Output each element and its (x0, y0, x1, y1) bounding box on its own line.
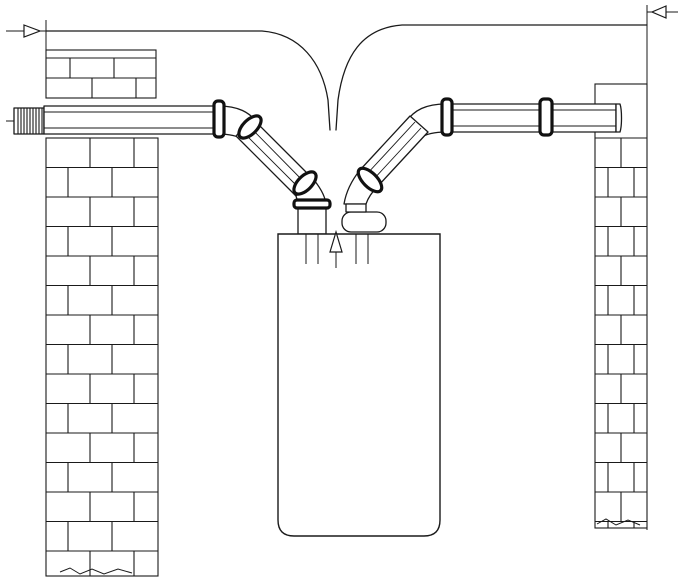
right-pipe-end (615, 103, 623, 133)
right-pipe-ring-3 (356, 166, 384, 194)
left-wall-bricks (46, 58, 158, 576)
right-boiler-neck (345, 203, 367, 213)
left-boiler-stub (297, 205, 327, 235)
left-flow-curve (45, 30, 331, 131)
boiler (277, 229, 441, 537)
top-guides (6, 5, 678, 530)
left-pipe-ring-3 (292, 170, 318, 196)
left-pipe-ring-2 (237, 114, 263, 140)
right-flow-curve (335, 24, 648, 131)
arrow-up-icon (329, 229, 343, 253)
left-diag-inner-b (240, 129, 303, 192)
left-wall-lower-outline (45, 137, 159, 577)
right-wall (594, 83, 648, 529)
left-wall-break-mark (59, 567, 133, 575)
left-pipe (6, 99, 332, 235)
arrow-right-icon (23, 24, 42, 38)
left-pipe-ring-4 (292, 198, 332, 210)
grille-slats (17, 108, 43, 134)
right-wall-break-mark (596, 518, 641, 526)
right-pipe-ring-2 (538, 97, 554, 137)
right-boiler-collar (341, 211, 387, 233)
left-wall (45, 49, 159, 577)
right-pipe (341, 97, 623, 233)
right-horizontal-pipe (445, 103, 617, 133)
arrow-left-icon (650, 5, 667, 19)
boiler-body (277, 233, 441, 537)
right-pipe-ring-1 (440, 97, 454, 137)
left-wall-upper-outline (45, 49, 157, 99)
left-horizontal-pipe (43, 105, 219, 135)
right-diag-inner-a (365, 121, 416, 176)
right-wall-bricks (595, 137, 647, 528)
left-pipe-ring-1 (212, 99, 226, 139)
left-diag-inner-a (246, 123, 309, 187)
right-diag-inner-b (371, 127, 422, 182)
